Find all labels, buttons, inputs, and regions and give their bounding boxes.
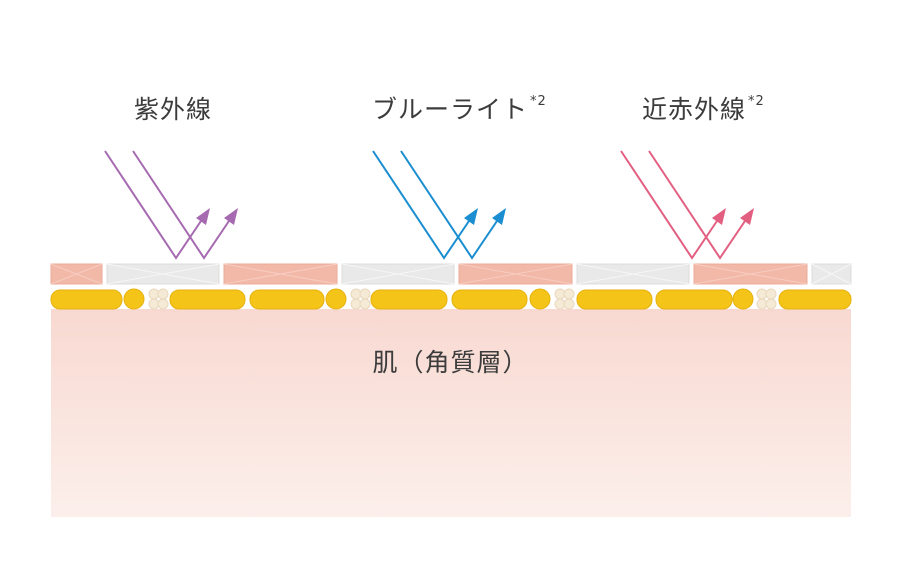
tile-pink [223, 263, 338, 285]
cell-capsule [778, 289, 852, 310]
ray-uv [104, 150, 238, 260]
arrowhead-icon [464, 208, 478, 225]
tile-gray [576, 263, 690, 285]
arrowhead-icon [740, 208, 754, 225]
cell-dot [529, 288, 551, 310]
arrowhead-icon [196, 208, 210, 225]
tile-gray [341, 263, 455, 285]
label-blue-light: ブルーライト*2 [372, 93, 547, 124]
cell-row [50, 288, 852, 310]
cell-capsule [370, 289, 448, 310]
label-uv: 紫外線 [134, 95, 213, 124]
cell-capsule [169, 289, 246, 310]
ray-nir-line [620, 150, 720, 260]
ray-uv-line [132, 150, 232, 260]
cell-cluster [148, 288, 169, 310]
tile-gray [106, 263, 220, 285]
cell-dot [123, 288, 145, 310]
cell-capsule [576, 289, 653, 310]
tile-pink [50, 263, 103, 285]
cell-dot [732, 288, 754, 310]
ray-blue-line [372, 150, 472, 260]
ray-blue-light [372, 150, 506, 260]
arrowhead-icon [712, 208, 726, 225]
cell-capsule [50, 289, 123, 310]
cell-capsule [655, 289, 733, 310]
cell-dot [325, 288, 347, 310]
label-near-infrared: 近赤外線*2 [642, 93, 765, 124]
cell-cluster [756, 288, 777, 310]
skin-layer [51, 309, 851, 517]
cell-capsule [451, 289, 528, 310]
arrowhead-icon [224, 208, 238, 225]
tile-pink [458, 263, 573, 285]
cell-capsule [249, 289, 325, 310]
arrowhead-icon [492, 208, 506, 225]
tile-pink [693, 263, 808, 285]
skin-label: 肌（角質層） [372, 348, 529, 377]
ray-near-infrared [620, 150, 754, 260]
ray-blue-line [400, 150, 500, 260]
ray-uv-line [104, 150, 204, 260]
cell-cluster [350, 288, 371, 310]
cell-cluster [554, 288, 575, 310]
tile-gray [811, 263, 852, 285]
ray-nir-line [648, 150, 748, 260]
tile-row [50, 263, 852, 285]
